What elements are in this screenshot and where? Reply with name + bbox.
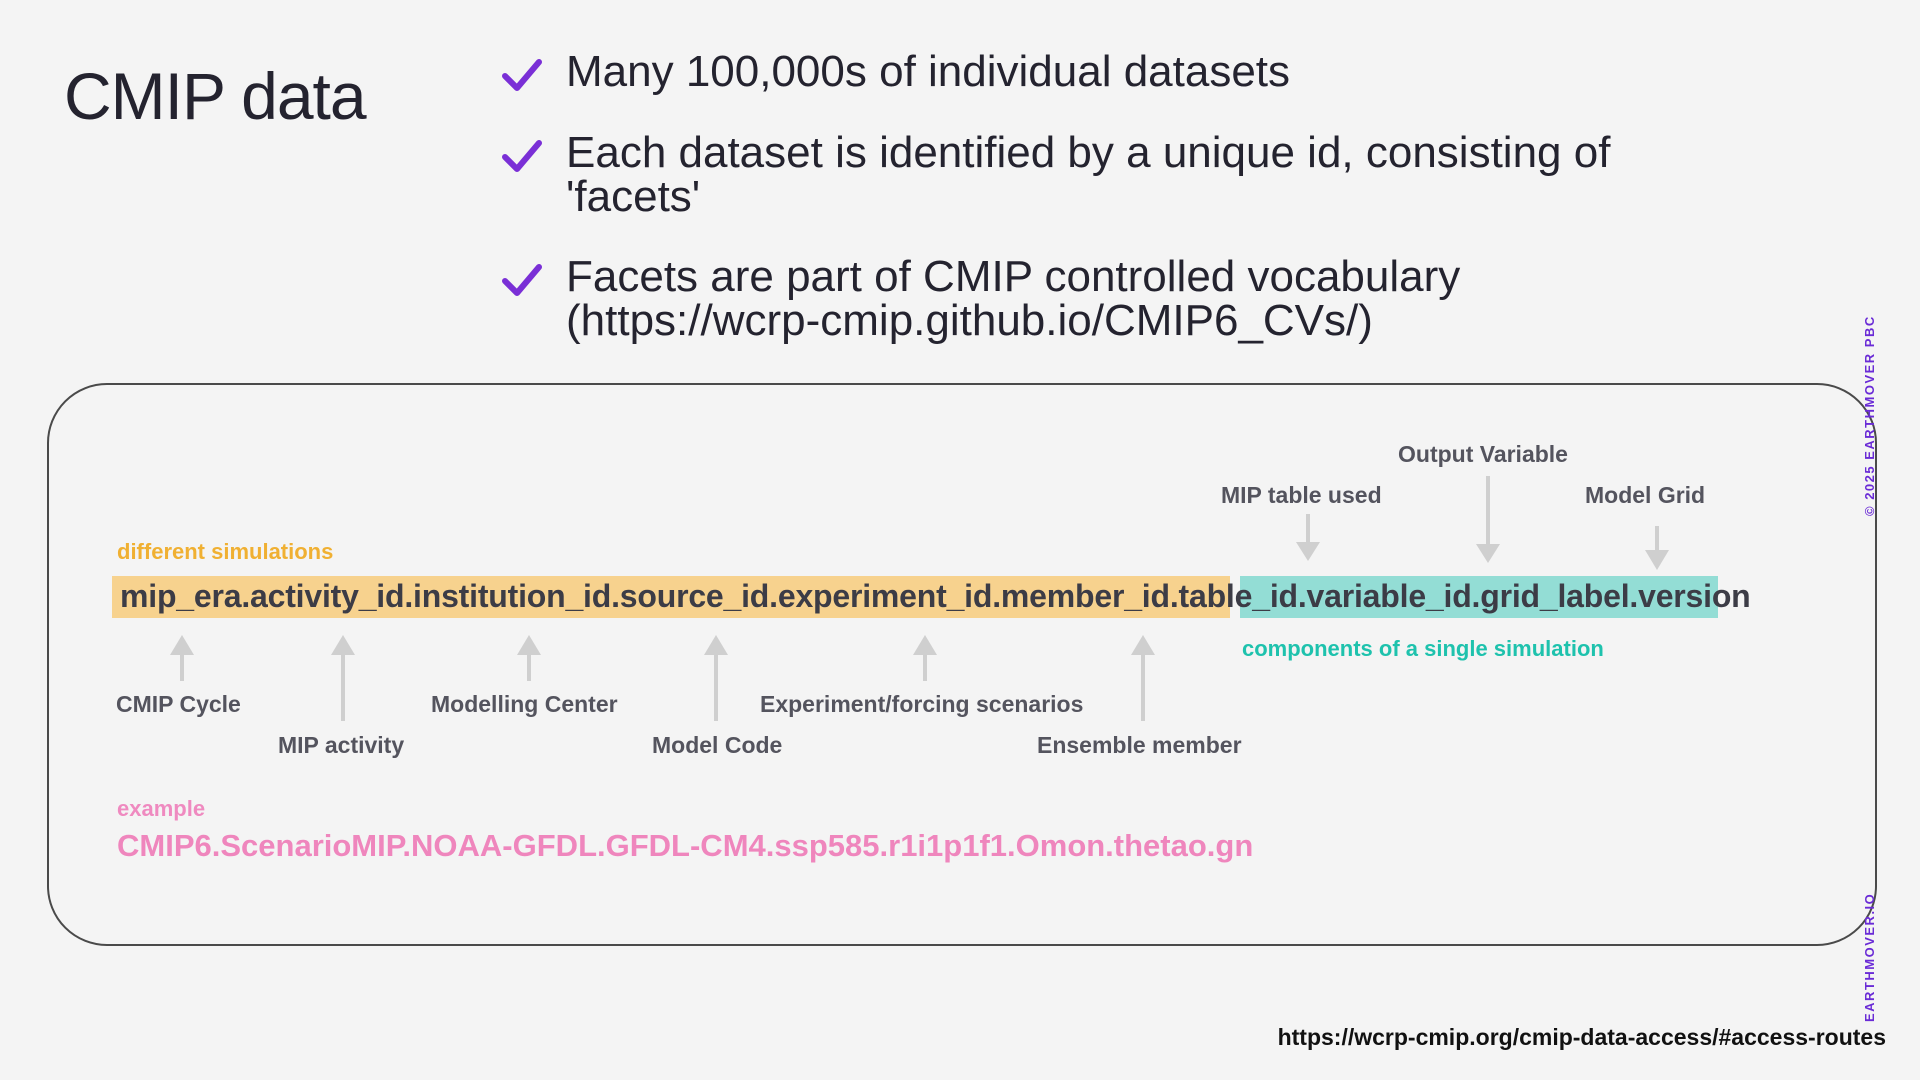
highlight-component-facets bbox=[1240, 576, 1718, 618]
label-cmip-cycle: CMIP Cycle bbox=[116, 691, 241, 717]
arrow-up-icon bbox=[331, 635, 355, 721]
page-title: CMIP data bbox=[64, 59, 367, 133]
arrow-up-icon bbox=[704, 635, 728, 721]
bullet-text-line: Each dataset is identified by a unique i… bbox=[566, 128, 1611, 177]
label-model-grid: Model Grid bbox=[1585, 482, 1706, 508]
label-ensemble-member: Ensemble member bbox=[1037, 732, 1242, 758]
source-url[interactable]: https://wcrp-cmip.org/cmip-data-access/#… bbox=[1277, 1024, 1886, 1050]
bullet-text-line: 'facets' bbox=[566, 172, 701, 221]
bullet-text-line: (https://wcrp-cmip.github.io/CMIP6_CVs/) bbox=[566, 296, 1373, 345]
label-model-code: Model Code bbox=[652, 732, 783, 758]
label-experiment: Experiment/forcing scenarios bbox=[760, 691, 1084, 717]
label-modelling-center: Modelling Center bbox=[431, 691, 618, 717]
check-icon bbox=[502, 140, 542, 172]
id-version-part: .version bbox=[1629, 578, 1751, 614]
arrow-up-icon bbox=[1131, 635, 1155, 721]
example-id: CMIP6.ScenarioMIP.NOAA-GFDL.GFDL-CM4.ssp… bbox=[117, 828, 1254, 863]
label-components: components of a single simulation bbox=[1242, 636, 1604, 661]
highlight-simulation-facets bbox=[112, 576, 1230, 618]
arrow-up-icon bbox=[170, 635, 194, 681]
diagram-box bbox=[47, 383, 1877, 946]
copyright-text: © 2025 EARTHMOVER PBC bbox=[1862, 315, 1877, 516]
bullet-text: Each dataset is identified by a unique i… bbox=[566, 131, 1716, 219]
label-mip-activity: MIP activity bbox=[278, 732, 405, 758]
bullet-text-line: Many 100,000s of individual datasets bbox=[566, 47, 1291, 96]
label-mip-table: MIP table used bbox=[1221, 482, 1382, 508]
check-icon bbox=[502, 264, 542, 296]
bullet-text: Facets are part of CMIP controlled vocab… bbox=[566, 255, 1716, 343]
label-output-variable: Output Variable bbox=[1398, 441, 1568, 467]
dataset-id-template: mip_era.activity_id.institution_id.sourc… bbox=[120, 578, 1751, 615]
check-icon bbox=[502, 59, 542, 91]
id-component-part: table_id.variable_id.grid_label bbox=[1178, 578, 1630, 614]
arrow-up-icon bbox=[517, 635, 541, 681]
arrow-down-icon bbox=[1645, 526, 1669, 570]
arrow-up-icon bbox=[913, 635, 937, 681]
arrow-down-icon bbox=[1296, 514, 1320, 561]
brand-text: EARTHMOVER.IO bbox=[1862, 892, 1877, 1022]
arrow-down-icon bbox=[1476, 476, 1500, 563]
example-label: example bbox=[117, 796, 206, 821]
bullet-text: Many 100,000s of individual datasets bbox=[566, 50, 1716, 94]
id-simulation-part: mip_era.activity_id.institution_id.sourc… bbox=[120, 578, 1179, 614]
bullet-text-line: Facets are part of CMIP controlled vocab… bbox=[566, 252, 1461, 301]
label-different-simulations: different simulations bbox=[117, 539, 334, 564]
